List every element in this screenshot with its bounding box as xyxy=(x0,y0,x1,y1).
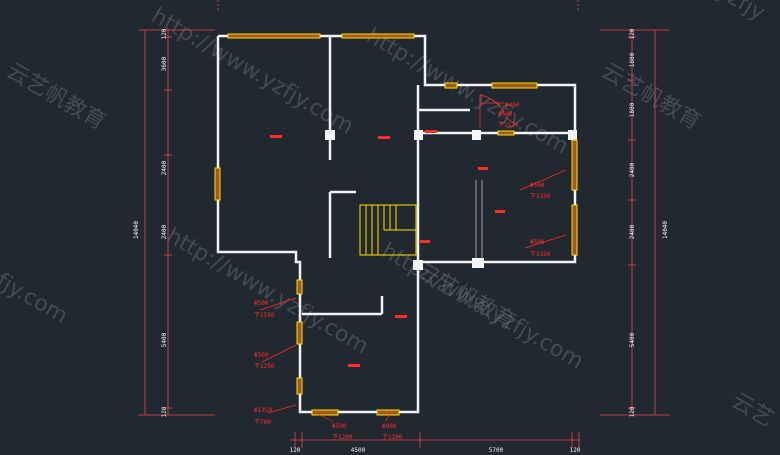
annotation-label: 下1550 xyxy=(254,312,275,319)
annotation-label: Φ800 xyxy=(382,423,397,430)
dimension-lines xyxy=(138,0,670,448)
watermark-layer: http://www.yzfjy.com http://www.yzfjy.co… xyxy=(0,0,778,432)
annotation-label: Φ500 xyxy=(254,352,269,359)
watermark-url: http://www.yzfjy.com xyxy=(362,24,573,160)
annotation-label: Φ1350 xyxy=(254,407,272,414)
annotation-label: Φ500 xyxy=(332,423,347,430)
annotation-label: 下1200 xyxy=(332,434,353,441)
door-swings xyxy=(475,94,506,258)
annotation-label: 下1250 xyxy=(254,363,275,370)
dim-right-seg: 2400 xyxy=(629,224,636,239)
dim-bottom-seg: 120 xyxy=(570,447,581,454)
dim-bottom-seg: 4500 xyxy=(351,447,366,454)
dim-left-seg: 3600 xyxy=(161,56,168,71)
stair xyxy=(359,204,417,256)
dim-right-seg: 120 xyxy=(629,406,636,417)
dim-bottom-seg: 5700 xyxy=(489,447,504,454)
watermark-brand: 云艺帆教育 xyxy=(597,59,705,136)
annotation-label: 下700 xyxy=(254,419,271,426)
annotations: Φ400 Φ500 下1570 Φ500 下1350 Φ500 下1350 Φ5… xyxy=(254,102,551,441)
room-marks xyxy=(270,130,505,367)
annotation-label: 下1570 xyxy=(498,122,519,129)
dim-total-right: 14040 xyxy=(662,221,669,239)
watermark-url: http://www.yzfjy.com xyxy=(162,224,373,360)
dim-left-seg: 120 xyxy=(161,28,168,39)
dim-left-seg: 2400 xyxy=(161,224,168,239)
watermark-partial: fjy.com xyxy=(0,269,72,330)
annotation-label: Φ500 xyxy=(530,182,545,189)
annotation-label: Φ400 xyxy=(505,102,520,109)
dim-right-seg: 5400 xyxy=(629,332,636,347)
watermark-brand: 云艺帆教育 xyxy=(2,59,110,136)
dim-right-seg: 1800 xyxy=(629,102,636,117)
dim-left-seg: 2400 xyxy=(161,160,168,175)
watermark-partial: yzfjy xyxy=(712,0,769,26)
watermark-brand: 云艺帆教育 xyxy=(412,259,520,336)
windows xyxy=(214,33,578,416)
watermark-partial: 云艺 xyxy=(727,389,778,433)
dim-left-seg: 5400 xyxy=(161,332,168,347)
dim-right-seg: 1800 xyxy=(629,52,636,67)
dim-left-seg: 120 xyxy=(161,406,168,417)
dim-right-seg: 2400 xyxy=(629,162,636,177)
annotation-label: Φ500 xyxy=(530,239,545,246)
dim-bottom-seg: 120 xyxy=(290,447,301,454)
annotation-label: Φ500 xyxy=(254,300,269,307)
annotation-label: 下1200 xyxy=(382,434,403,441)
dimension-labels: 14040 120 3600 2400 2400 5400 120 14040 … xyxy=(133,28,669,454)
columns xyxy=(325,130,577,270)
dim-total-left: 14040 xyxy=(133,221,140,239)
annotation-label: Φ500 xyxy=(498,111,513,118)
annotation-label: 下1350 xyxy=(530,193,551,200)
walls xyxy=(216,34,577,414)
dim-right-seg: 120 xyxy=(629,28,636,39)
annotation-leaders xyxy=(259,102,567,423)
watermark-url: http://www.yzfjy.com xyxy=(147,4,358,140)
annotation-label: 下1350 xyxy=(530,251,551,258)
